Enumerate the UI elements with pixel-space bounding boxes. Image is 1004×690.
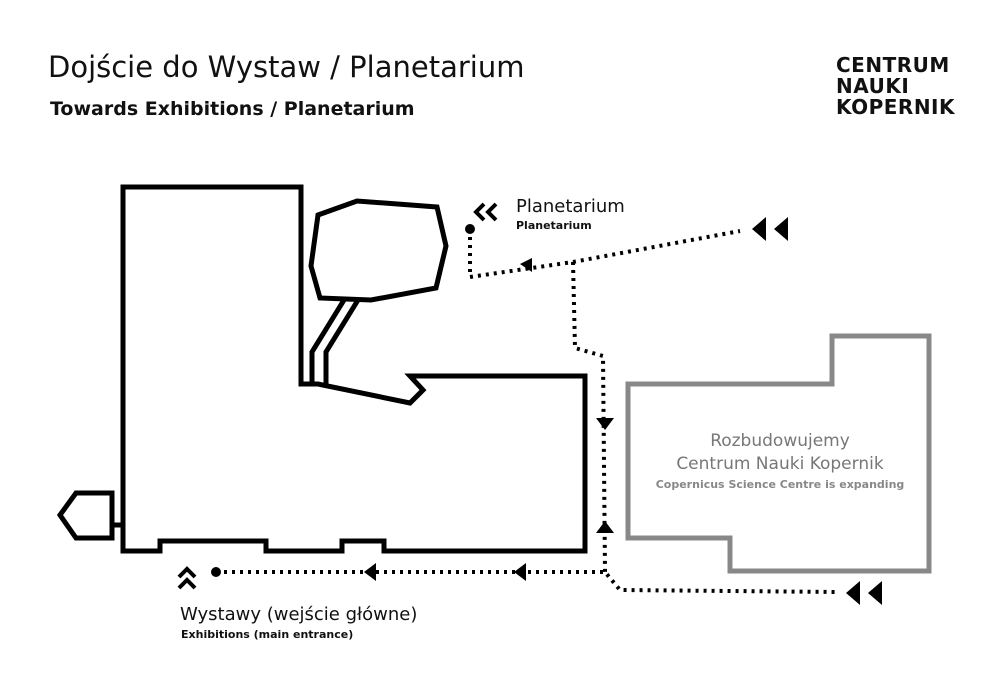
exhibitions-label: Wystawy (wejście główne) [180, 604, 418, 625]
planetarium-route [468, 229, 741, 573]
expansion-label-line-1: Rozbudowujemy [710, 431, 850, 451]
main-building [120, 184, 588, 554]
double-triangle-left-icon [846, 581, 882, 605]
double-chevron-up-icon [177, 566, 197, 590]
page-title: Dojście do Wystaw / Planetarium [48, 50, 525, 84]
route-arrow-down [596, 418, 614, 430]
expansion-label-line-2: Centrum Nauki Kopernik [676, 454, 884, 474]
page-subtitle: Towards Exhibitions / Planetarium [50, 98, 415, 120]
planetarium-building [308, 198, 449, 303]
planetarium-connector [309, 298, 361, 384]
route-arrow-left-2 [364, 563, 376, 581]
planetarium-label: Planetarium [516, 196, 625, 217]
double-chevron-left-icon [473, 202, 498, 222]
route-arrow-left-3 [514, 563, 526, 581]
planetarium-route-end [465, 224, 475, 234]
exhibitions-route-end [211, 567, 221, 577]
exhibitions-label-en: Exhibitions (main entrance) [181, 628, 354, 641]
logo-line-1: CENTRUM [836, 53, 950, 77]
west-pavilion [56, 490, 123, 541]
double-triangle-left-icon [752, 217, 788, 241]
route-arrow-left [520, 258, 532, 272]
logo-line-3: KOPERNIK [836, 95, 955, 119]
expansion-building [625, 333, 932, 574]
expansion-label-en: Copernicus Science Centre is expanding [655, 478, 905, 491]
planetarium-label-en: Planetarium [516, 219, 592, 232]
route-arrow-up [596, 521, 614, 533]
exhibitions-route [216, 570, 839, 594]
logo-line-2: NAUKI [836, 74, 910, 98]
logo: CENTRUM NAUKI KOPERNIK [836, 55, 955, 118]
expansion-label: Rozbudowujemy Centrum Nauki Kopernik Cop… [640, 430, 920, 491]
